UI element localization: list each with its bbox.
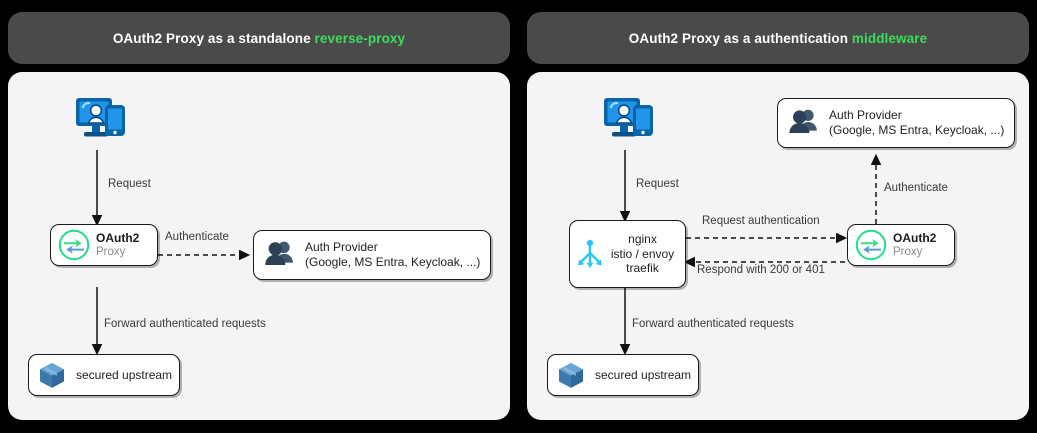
panel-body-right: Auth Provider (Google, MS Entra, Keycloa…: [527, 72, 1029, 420]
edge-label-forward-right: Forward authenticated requests: [632, 318, 794, 330]
node-oauth2-proxy-left[interactable]: OAuth2 Proxy: [50, 224, 158, 266]
edge-label-forward-left: Forward authenticated requests: [104, 318, 266, 330]
panel-title-left-accent: reverse-proxy: [314, 30, 406, 46]
node-ingress-line3: traefik: [626, 261, 659, 276]
node-ingress-right[interactable]: nginx istio / envoy traefik: [569, 220, 686, 288]
istio-arrows-icon: [576, 239, 604, 269]
node-oauth2-proxy-right-title: OAuth2: [893, 230, 937, 245]
edge-label-respond: Respond with 200 or 401: [697, 264, 825, 276]
node-secured-upstream-left-label: secured upstream: [76, 368, 173, 382]
panel-title-left-prefix: OAuth2 Proxy as a standalone: [112, 30, 315, 46]
panel-authentication-middleware: OAuth2 Proxy as a authentication middlew…: [527, 0, 1029, 433]
oauth2-proxy-logo-icon: [58, 229, 90, 261]
panel-header-left: OAuth2 Proxy as a standalone reverse-pro…: [8, 12, 510, 64]
node-secured-upstream-right[interactable]: secured upstream: [547, 354, 699, 396]
panel-title-left: OAuth2 Proxy as a standalone reverse-pro…: [113, 31, 405, 46]
node-oauth2-proxy-left-title: OAuth2: [96, 230, 140, 245]
auth-provider-users-icon: [263, 240, 297, 270]
panel-title-right-accent: middleware: [851, 30, 928, 46]
edge-label-request-right: Request: [636, 178, 679, 190]
panel-body-left: Request OAuth2 Proxy Authenticate: [8, 72, 510, 420]
node-ingress-line1: nginx: [628, 232, 657, 247]
cube-icon: [556, 360, 586, 390]
node-oauth2-proxy-right[interactable]: OAuth2 Proxy: [847, 224, 955, 266]
panel-header-right: OAuth2 Proxy as a authentication middlew…: [527, 12, 1029, 64]
oauth2-proxy-logo-icon: [855, 229, 887, 261]
node-auth-provider-right-line2: (Google, MS Entra, Keycloak, ...): [829, 123, 1005, 137]
node-auth-provider-left[interactable]: Auth Provider (Google, MS Entra, Keycloa…: [253, 230, 491, 280]
node-oauth2-proxy-left-subtitle: Proxy: [96, 246, 126, 259]
panel-standalone-reverse-proxy: OAuth2 Proxy as a standalone reverse-pro…: [8, 0, 510, 433]
node-ingress-line2: istio / envoy: [610, 246, 675, 261]
node-secured-upstream-right-label: secured upstream: [595, 368, 692, 382]
node-auth-provider-left-line2: (Google, MS Entra, Keycloak, ...): [305, 255, 481, 269]
edge-label-request-authentication: Request authentication: [702, 215, 820, 227]
edge-label-authenticate-right: Authenticate: [884, 182, 948, 194]
node-oauth2-proxy-right-subtitle: Proxy: [893, 246, 923, 259]
edge-label-request-left: Request: [108, 178, 151, 190]
node-auth-provider-right[interactable]: Auth Provider (Google, MS Entra, Keycloa…: [777, 98, 1015, 148]
panel-title-right-prefix: OAuth2 Proxy as a authentication: [628, 30, 852, 46]
node-secured-upstream-left[interactable]: secured upstream: [28, 354, 180, 396]
client-devices-icon: [600, 96, 656, 155]
panel-title-right: OAuth2 Proxy as a authentication middlew…: [629, 31, 927, 46]
auth-provider-users-icon: [787, 108, 821, 138]
edge-label-authenticate-left: Authenticate: [165, 231, 229, 243]
cube-icon: [37, 360, 67, 390]
client-devices-icon: [72, 96, 128, 155]
node-auth-provider-right-line1: Auth Provider: [829, 108, 902, 123]
node-auth-provider-left-line1: Auth Provider: [305, 240, 378, 255]
